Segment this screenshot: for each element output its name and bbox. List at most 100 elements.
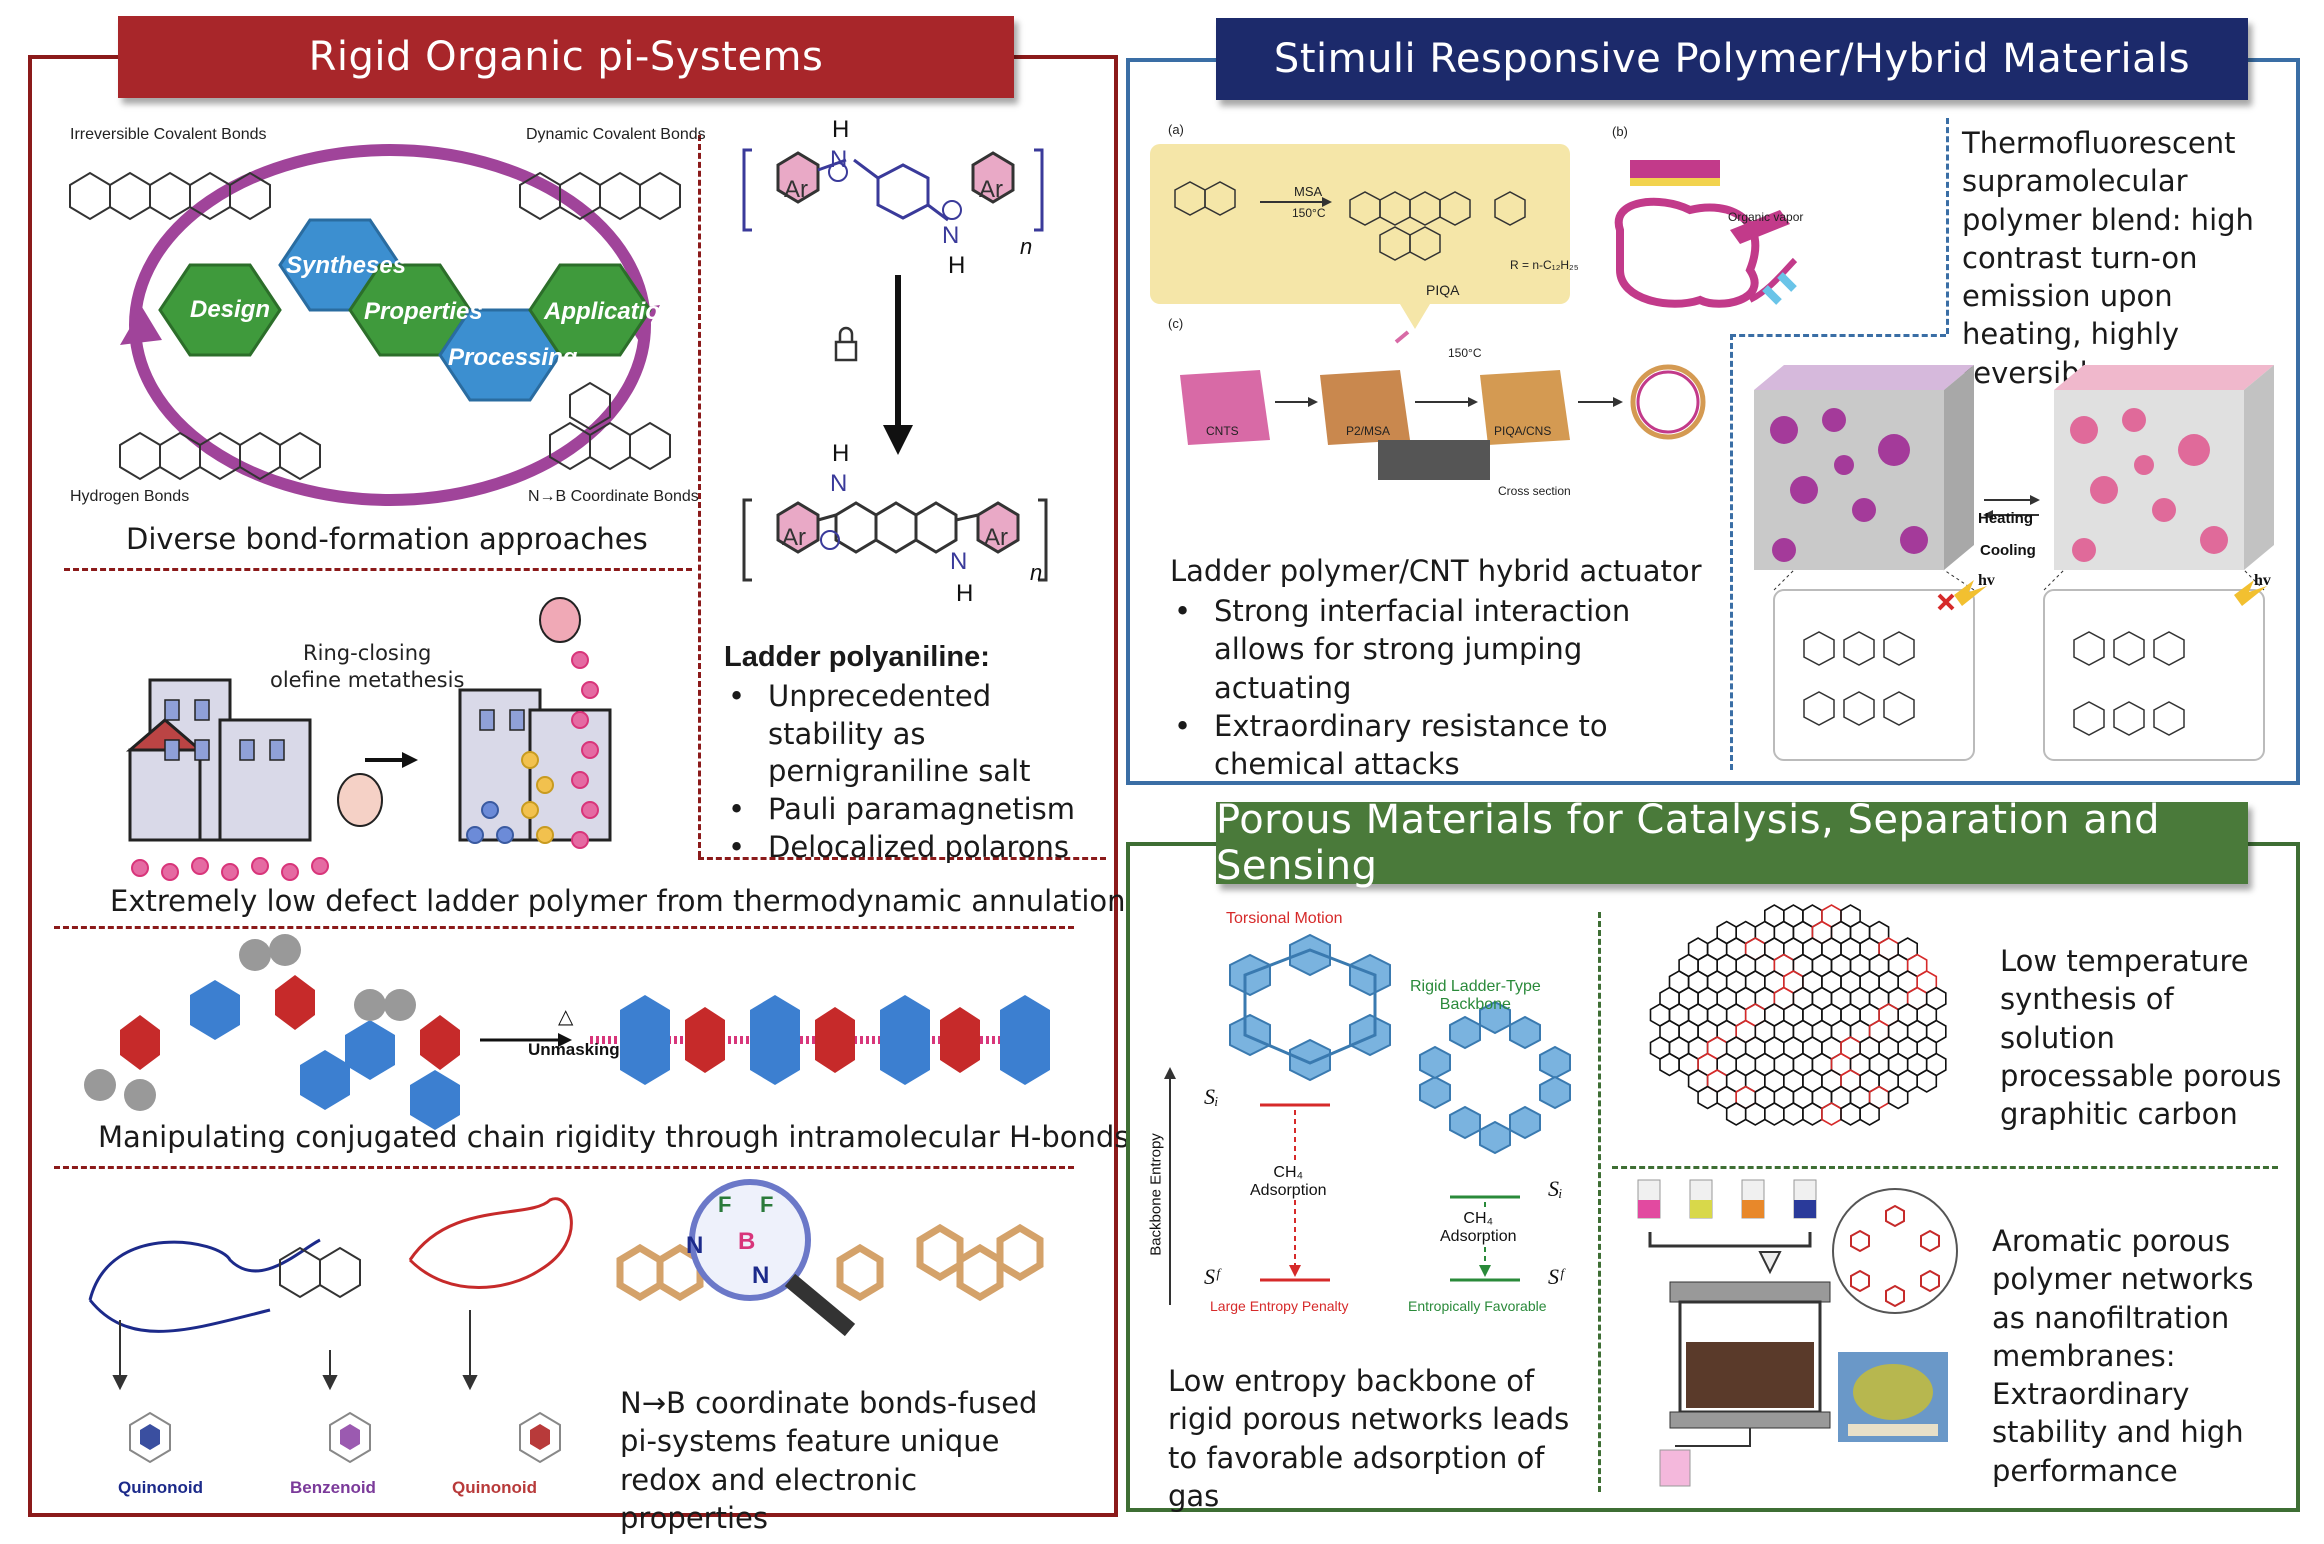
graphite-ring bbox=[1744, 1102, 1766, 1126]
hv-label-left: hv bbox=[1978, 572, 1995, 589]
nb-atom-b: B bbox=[738, 1228, 756, 1255]
divider-br-h bbox=[1612, 1166, 2278, 1169]
ladder-bullet-2: Pauli paramagnetism bbox=[724, 791, 1104, 829]
stimuli-title: Stimuli Responsive Polymer/Hybrid Materi… bbox=[1216, 18, 2248, 100]
h-label-1: H bbox=[832, 116, 850, 143]
membrane-photo bbox=[1838, 1352, 1948, 1442]
ladder-polyaniline-bullets: Unprecedented stability as pernigranilin… bbox=[724, 678, 1104, 866]
hex-processing-label: Processing bbox=[448, 344, 578, 371]
label-a: (a) bbox=[1168, 122, 1184, 137]
favorable-label: Entropically Favorable bbox=[1408, 1298, 1547, 1314]
divider-left-1 bbox=[64, 568, 692, 571]
nb-atom-f1: F bbox=[718, 1192, 732, 1217]
divider-br-v bbox=[1598, 912, 1601, 1492]
heating-label: Heating bbox=[1978, 510, 2034, 527]
divider-left-3 bbox=[54, 926, 1074, 929]
annulation-figure bbox=[125, 597, 612, 881]
divider-tr-v2 bbox=[1730, 334, 1733, 770]
torsional-label: Torsional Motion bbox=[1226, 910, 1343, 927]
ar-label-2: Ar bbox=[979, 176, 1003, 203]
temp-label-a: 150°C bbox=[1292, 206, 1326, 220]
p2msa-label: P2/MSA bbox=[1346, 424, 1391, 438]
graphite-ring bbox=[1725, 1102, 1747, 1126]
graphite-ring bbox=[1802, 1102, 1823, 1126]
bilayer-figure bbox=[1614, 160, 1798, 308]
ar-label-1: Ar bbox=[784, 176, 808, 203]
graphite-ring bbox=[1783, 1102, 1804, 1126]
ar-label-3: Ar bbox=[782, 524, 806, 551]
cross-section-label: Cross section bbox=[1498, 484, 1571, 498]
graphite-ring bbox=[1859, 1102, 1880, 1126]
graphitic-carbon-figure bbox=[1649, 904, 1947, 1126]
si-right: Sᵢ bbox=[1548, 1176, 1563, 1201]
piqacns-label: PIQA/CNS bbox=[1494, 424, 1552, 438]
membrane-caption: Aromatic porous polymer networks as nano… bbox=[1992, 1224, 2254, 1488]
temp-label-c: 150°C bbox=[1448, 346, 1482, 360]
rigid-organic-title: Rigid Organic pi-Systems bbox=[118, 16, 1014, 98]
label-b: (b) bbox=[1612, 124, 1628, 139]
hex-application-label: Application bbox=[544, 298, 675, 325]
ar-label-4: Ar bbox=[984, 524, 1008, 551]
hbond-caption: Manipulating conjugated chain rigidity t… bbox=[98, 1120, 1130, 1154]
n-sub-2: n bbox=[1030, 560, 1043, 585]
graphite-ring bbox=[1697, 1085, 1718, 1110]
actuator-bullet-1: Strong interfacial interaction allows fo… bbox=[1170, 592, 1700, 707]
msa-label: MSA bbox=[1294, 184, 1323, 199]
entropy-caption: Low entropy backbone of rigid porous net… bbox=[1168, 1364, 1570, 1513]
entropy-figure bbox=[1164, 933, 1571, 1305]
redox-figure bbox=[88, 1197, 573, 1464]
n-sub-1: n bbox=[1020, 234, 1033, 259]
label-c: (c) bbox=[1168, 316, 1184, 331]
si-left: Sᵢ bbox=[1204, 1084, 1219, 1109]
graphite-ring bbox=[1916, 1069, 1938, 1093]
sf-left: Sᶠ bbox=[1204, 1264, 1219, 1289]
benzenoid-label: Benzenoid bbox=[290, 1478, 376, 1497]
actuator-bullet-2: Extraordinary resistance to chemical att… bbox=[1170, 707, 1700, 784]
nb-fused-figure bbox=[616, 1179, 1044, 1337]
divider-tr-h bbox=[1730, 334, 1946, 337]
hv-label-right: hv bbox=[2254, 572, 2271, 589]
n-label-2: N bbox=[942, 222, 960, 249]
backbone-entropy-label: Backbone Entropy bbox=[1147, 1133, 1165, 1256]
hex-design-label: Design bbox=[190, 296, 271, 323]
aromatic-network-figure bbox=[1832, 1188, 1958, 1314]
hbond-figure bbox=[84, 934, 1050, 1130]
n-label-3: N bbox=[830, 470, 848, 497]
delta-symbol: △ bbox=[558, 1006, 574, 1028]
piqa-label: PIQA bbox=[1426, 282, 1460, 298]
actuator-title: Ladder polymer/CNT hybrid actuator bbox=[1170, 554, 1702, 588]
hex-syntheses-label: Syntheses bbox=[286, 252, 407, 279]
n-label-1: N bbox=[830, 146, 848, 173]
large-penalty-label: Large Entropy Penalty bbox=[1210, 1298, 1349, 1314]
quinonoid-right-label: Quinonoid bbox=[452, 1478, 537, 1497]
organic-vapor-label: Organic vapor bbox=[1728, 210, 1804, 224]
cnts-label: CNTS bbox=[1206, 424, 1239, 438]
annulation-caption: Extremely low defect ladder polymer from… bbox=[110, 884, 1126, 918]
ladder-bullet-3: Delocalized polarons bbox=[724, 829, 1104, 867]
ch4-left-label: CH₄ Adsorption bbox=[1250, 1164, 1327, 1200]
dynamic-bonds-label: Dynamic Covalent Bonds bbox=[526, 126, 706, 143]
hex-properties-label: Properties bbox=[364, 298, 483, 325]
graphite-ring bbox=[1821, 1102, 1842, 1126]
graphite-ring bbox=[1659, 1052, 1680, 1077]
h-label-2: H bbox=[948, 252, 966, 279]
nb-caption: N→B coordinate bonds-fused pi-systems fe… bbox=[620, 1386, 1038, 1535]
sf-right: Sᶠ bbox=[1548, 1264, 1563, 1289]
quinonoid-left-label: Quinonoid bbox=[118, 1478, 203, 1497]
divider-tr-v1 bbox=[1946, 118, 1949, 334]
ring-closing-label: Ring-closing olefine metathesis bbox=[270, 641, 465, 693]
nb-atom-f2: F bbox=[760, 1192, 774, 1217]
r-label: R = n-C₁₂H₂₅ bbox=[1510, 258, 1579, 272]
nb-atom-n2: N bbox=[752, 1262, 770, 1289]
h-label-4: H bbox=[956, 580, 974, 607]
divider-left-4 bbox=[54, 1166, 1074, 1169]
thermo-cubes bbox=[1754, 365, 2274, 761]
graphitic-caption: Low temperature synthesis of solution pr… bbox=[2000, 944, 2282, 1132]
ladder-bullet-1: Unprecedented stability as pernigranilin… bbox=[724, 678, 1104, 791]
hydrogen-bonds-label: Hydrogen Bonds bbox=[70, 488, 190, 505]
thermofluorescent-caption: Thermofluorescent supramolecular polymer… bbox=[1962, 126, 2254, 390]
graphite-ring bbox=[1764, 1102, 1785, 1126]
membrane-figure bbox=[1637, 1179, 1831, 1487]
nb-atom-n1: N bbox=[686, 1232, 704, 1259]
piqa-scheme bbox=[1150, 144, 1570, 329]
